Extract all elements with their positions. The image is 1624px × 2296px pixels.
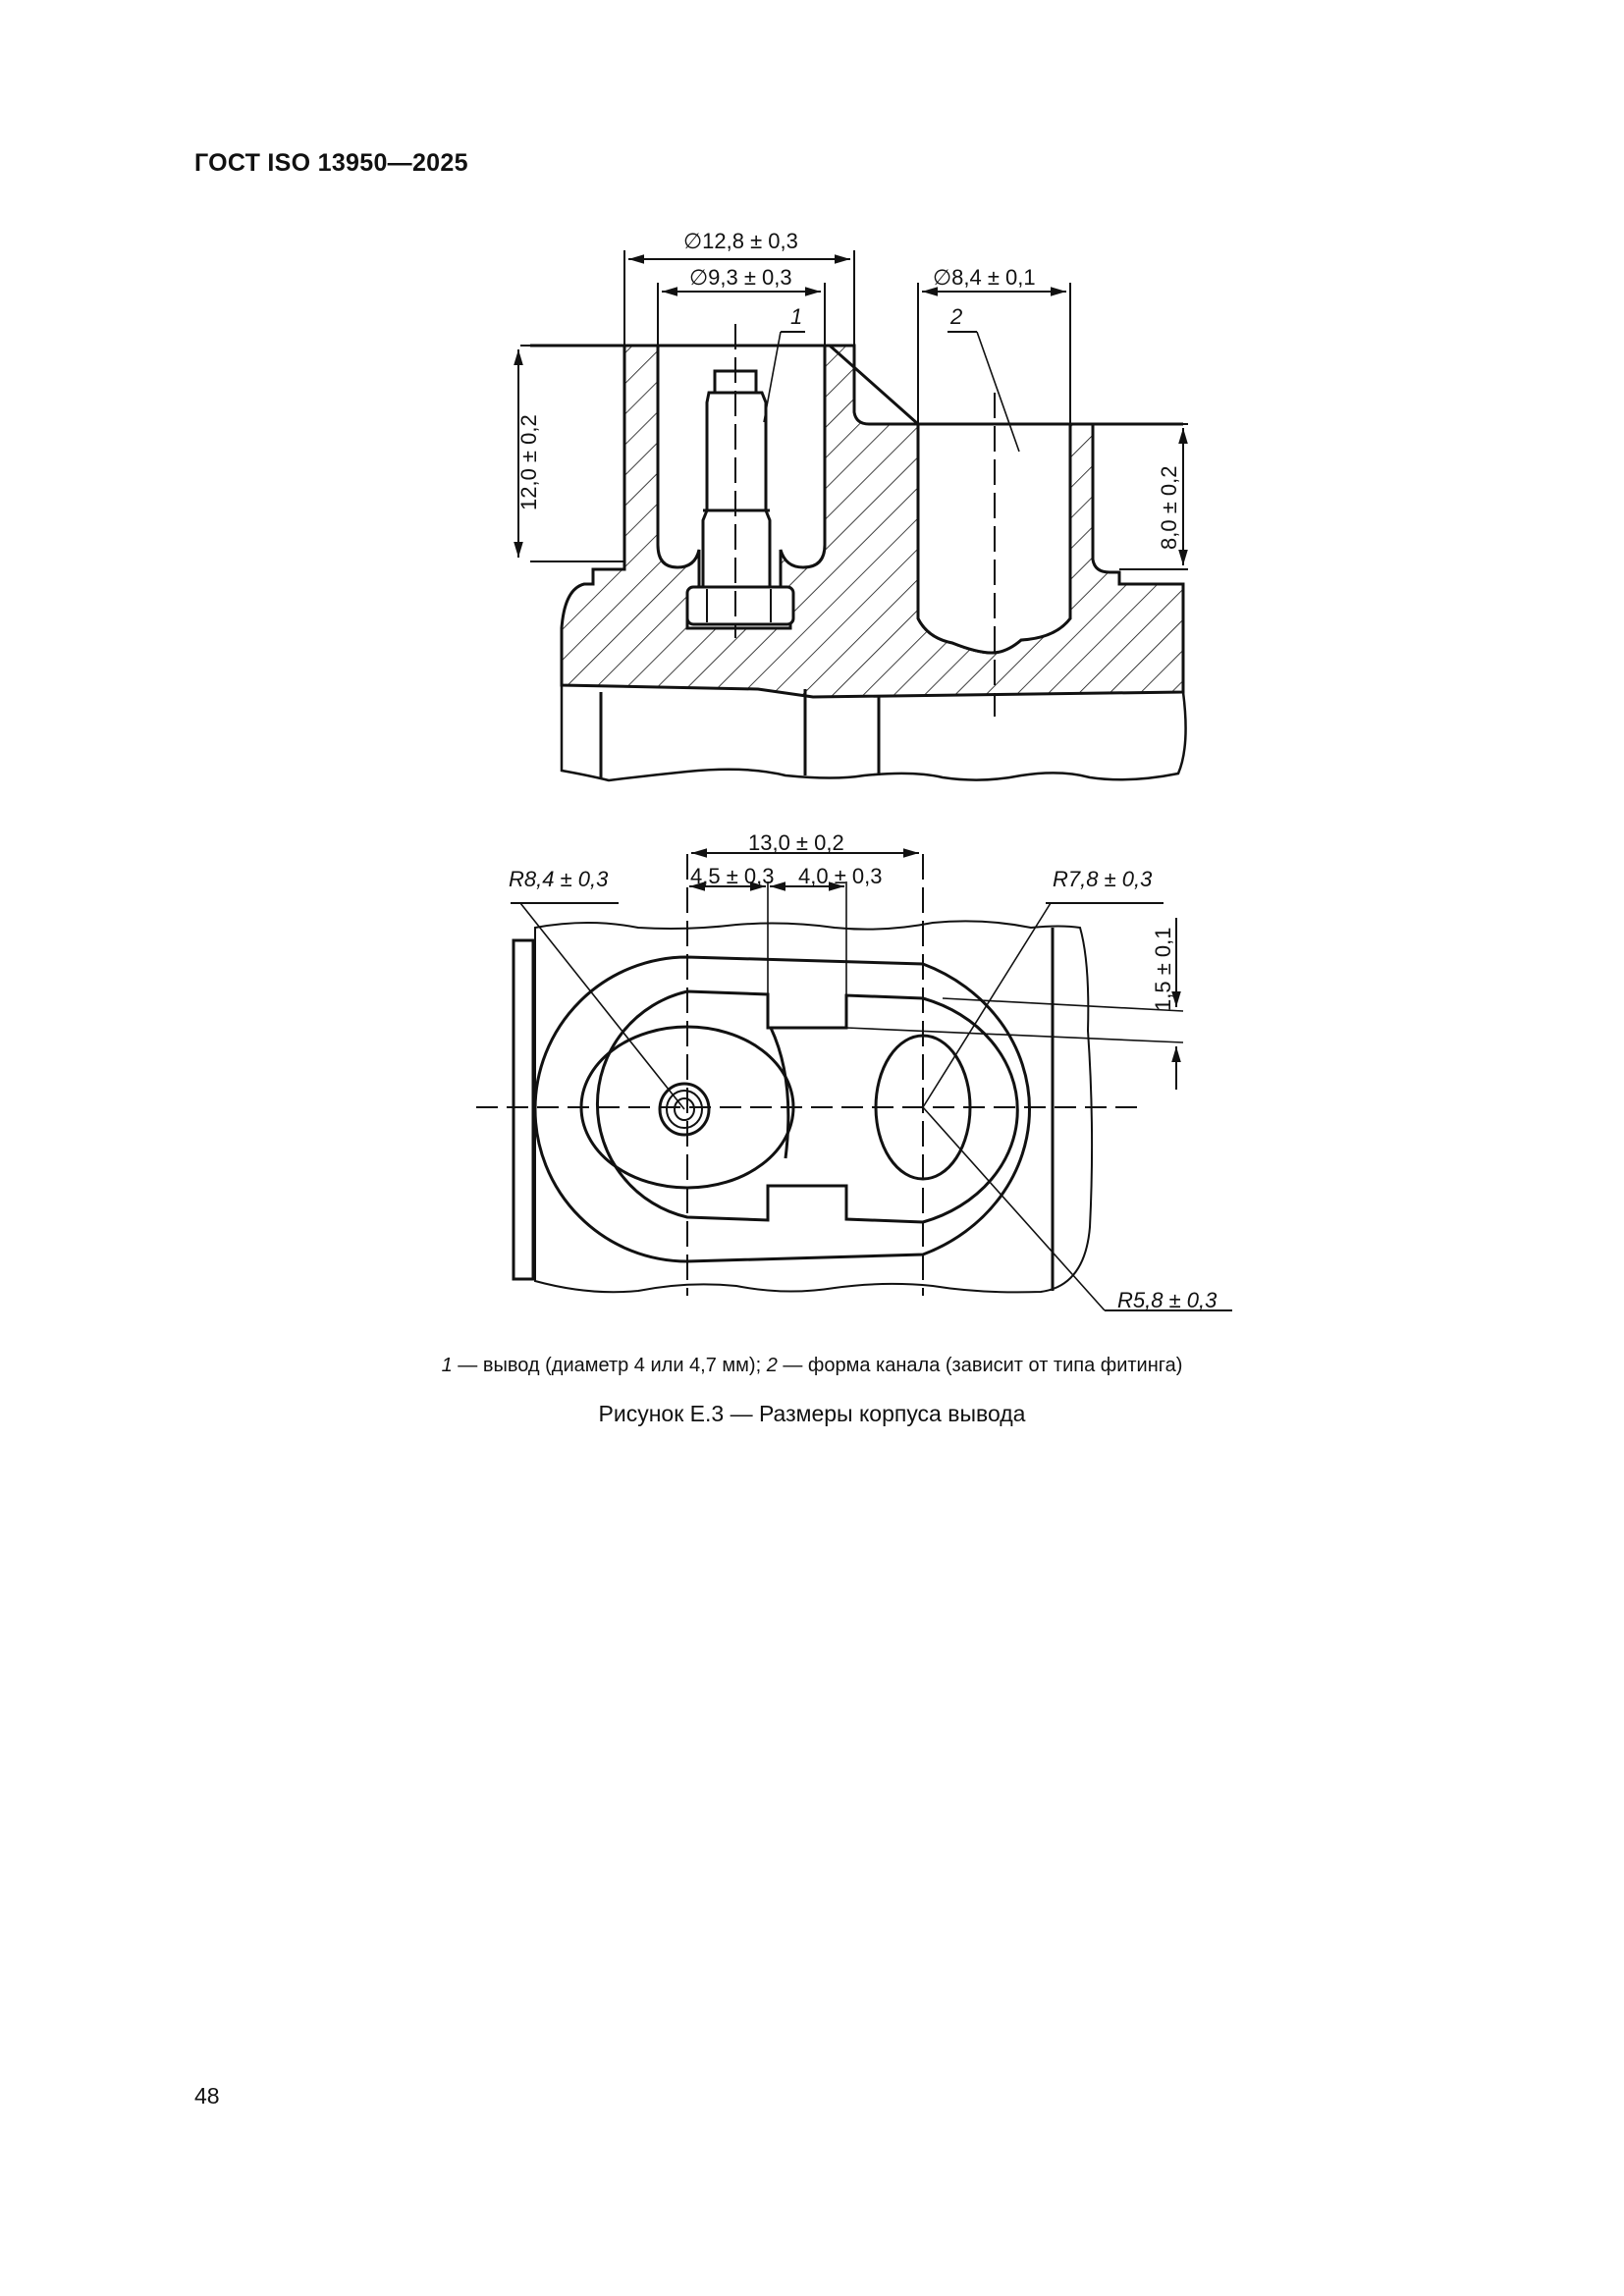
dim-gap: 1,5 ± 0,1 <box>1151 928 1175 1011</box>
document-header: ГОСТ ISO 13950—2025 <box>194 149 468 177</box>
callout-1: 1 <box>790 304 802 329</box>
dim-radius-right: R7,8 ± 0,3 <box>1053 867 1153 891</box>
dim-channel-diameter: ∅8,4 ± 0,1 <box>933 265 1036 290</box>
dim-offset-b: 4,0 ± 0,3 <box>798 864 882 888</box>
dim-outer-diameter: ∅12,8 ± 0,3 <box>683 229 798 253</box>
dim-right-height: 8,0 ± 0,2 <box>1157 466 1181 550</box>
plan-view <box>476 848 1232 1311</box>
figure-legend: 1 — вывод (диаметр 4 или 4,7 мм); 2 — фо… <box>0 1355 1624 1377</box>
technical-drawing: ∅12,8 ± 0,3 ∅9,3 ± 0,3 ∅8,4 ± 0,1 1 2 12… <box>476 229 1232 1312</box>
dim-radius-inner: R5,8 ± 0,3 <box>1117 1288 1218 1312</box>
legend-item1-text: — вывод (диаметр 4 или 4,7 мм); <box>452 1355 767 1376</box>
section-view <box>514 250 1188 782</box>
legend-item1-number: 1 <box>441 1355 453 1376</box>
dim-left-height: 12,0 ± 0,2 <box>516 414 541 510</box>
page-number: 48 <box>194 2083 220 2109</box>
plan-view-labels: 13,0 ± 0,2 4,5 ± 0,3 4,0 ± 0,3 R8,4 ± 0,… <box>509 830 1218 1312</box>
legend-item2-text: — форма канала (зависит от типа фитинга) <box>777 1355 1183 1376</box>
dim-inner-diameter: ∅9,3 ± 0,3 <box>689 265 792 290</box>
legend-item2-number: 2 <box>766 1355 778 1376</box>
callout-2: 2 <box>949 304 962 329</box>
figure-caption: Рисунок Е.3 — Размеры корпуса вывода <box>598 1401 1026 1426</box>
dim-radius-left: R8,4 ± 0,3 <box>509 867 609 891</box>
dim-center-distance: 13,0 ± 0,2 <box>748 830 844 855</box>
section-view-labels: ∅12,8 ± 0,3 ∅9,3 ± 0,3 ∅8,4 ± 0,1 1 2 12… <box>516 229 1181 550</box>
dim-offset-a: 4,5 ± 0,3 <box>690 864 774 888</box>
